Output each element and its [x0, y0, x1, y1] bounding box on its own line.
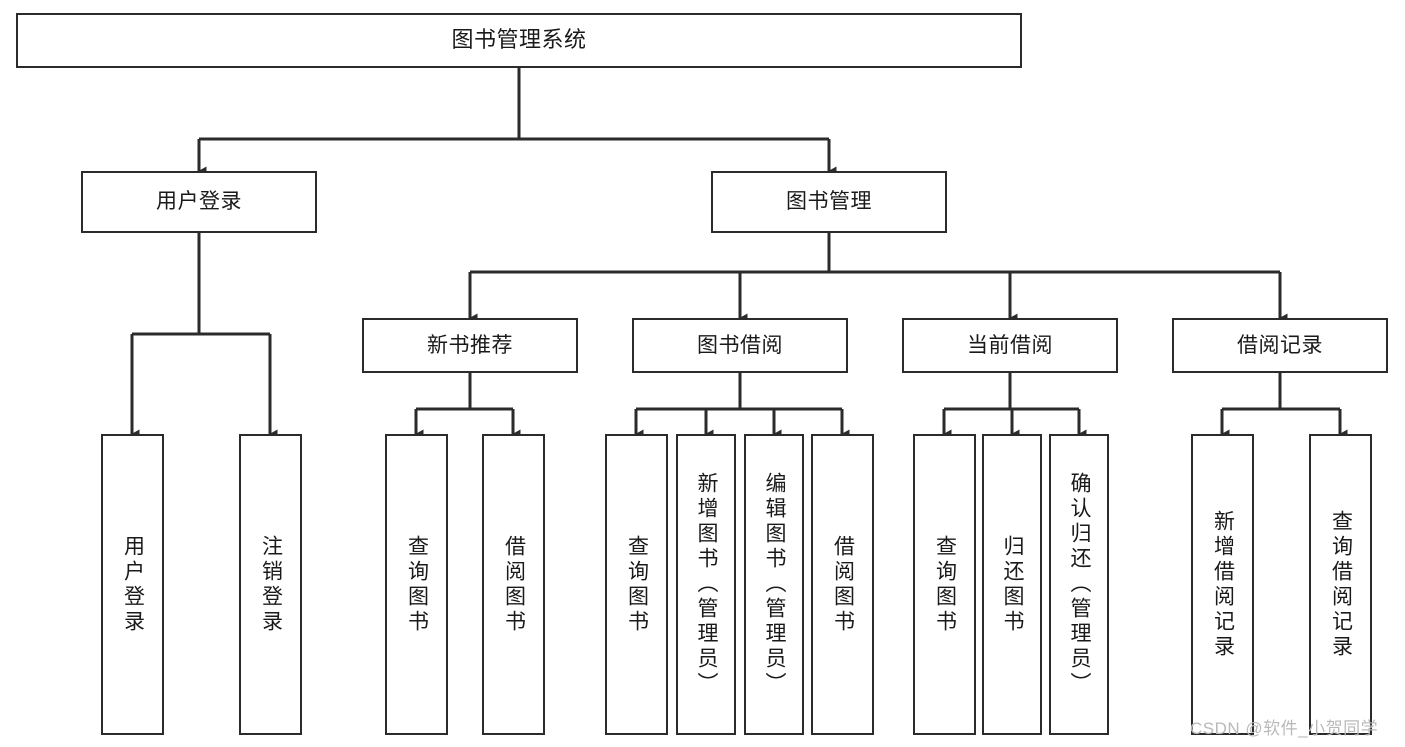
node-label: 用户登录 — [121, 534, 145, 635]
node-book-manage[interactable]: 图书管理 — [711, 171, 947, 233]
node-leaf-query-book-2[interactable]: 查询图书 — [605, 434, 668, 735]
node-leaf-borrow-book-1[interactable]: 借阅图书 — [482, 434, 545, 735]
node-label: 图书管理 — [786, 190, 872, 214]
node-label: 当前借阅 — [967, 333, 1053, 357]
node-leaf-borrow-book-2[interactable]: 借阅图书 — [811, 434, 874, 735]
node-root[interactable]: 图书管理系统 — [16, 13, 1022, 68]
node-leaf-return-book[interactable]: 归还图书 — [982, 434, 1042, 735]
node-label: 图书管理系统 — [451, 27, 587, 53]
node-label: 查询图书 — [405, 534, 429, 635]
node-leaf-query-book-3[interactable]: 查询图书 — [913, 434, 976, 735]
node-label: 新增借阅记录 — [1211, 509, 1235, 660]
node-label: 查询图书 — [625, 534, 649, 635]
node-label: 借阅图书 — [831, 534, 855, 635]
node-leaf-add-book[interactable]: 新增图书（管理员） — [676, 434, 736, 735]
node-leaf-user-login[interactable]: 用户登录 — [101, 434, 164, 735]
node-leaf-add-record[interactable]: 新增借阅记录 — [1191, 434, 1254, 735]
node-label: 注销登录 — [259, 534, 283, 635]
node-leaf-user-logout[interactable]: 注销登录 — [239, 434, 302, 735]
node-label: 图书借阅 — [697, 333, 783, 357]
node-label: 新书推荐 — [427, 333, 513, 357]
node-label: 新增图书（管理员） — [695, 472, 719, 697]
node-leaf-edit-book[interactable]: 编辑图书（管理员） — [744, 434, 804, 735]
node-label: 编辑图书（管理员） — [763, 472, 787, 697]
node-current-borrow[interactable]: 当前借阅 — [902, 318, 1118, 373]
node-book-borrow[interactable]: 图书借阅 — [632, 318, 848, 373]
node-new-book-rec[interactable]: 新书推荐 — [362, 318, 578, 373]
node-leaf-query-record[interactable]: 查询借阅记录 — [1309, 434, 1372, 735]
node-label: 借阅图书 — [502, 534, 526, 635]
node-label: 查询图书 — [933, 534, 957, 635]
node-leaf-query-book-1[interactable]: 查询图书 — [385, 434, 448, 735]
node-label: 归还图书 — [1001, 534, 1025, 635]
node-label: 借阅记录 — [1237, 333, 1323, 357]
node-user-login[interactable]: 用户登录 — [81, 171, 317, 233]
node-label: 确认归还（管理员） — [1068, 472, 1092, 697]
node-leaf-confirm-return[interactable]: 确认归还（管理员） — [1049, 434, 1109, 735]
node-borrow-record[interactable]: 借阅记录 — [1172, 318, 1388, 373]
node-label: 用户登录 — [156, 190, 242, 214]
node-label: 查询借阅记录 — [1329, 509, 1353, 660]
connector-group — [130, 68, 1348, 439]
